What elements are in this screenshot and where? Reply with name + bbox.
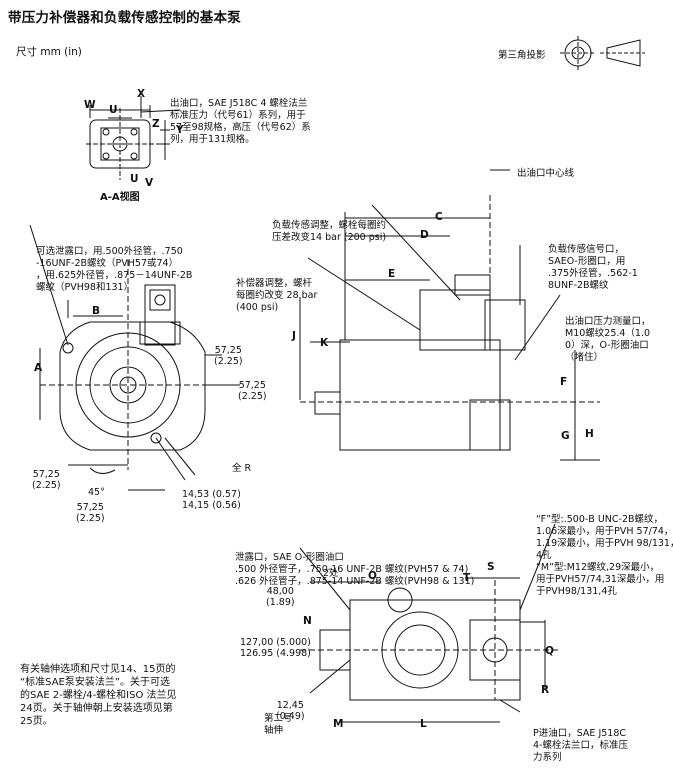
dim-label-d: D: [420, 229, 429, 241]
dim-label-g: G: [561, 430, 570, 442]
dim-label-a: A: [34, 362, 43, 374]
two-places-note: 2处: [323, 568, 339, 579]
second-shaft-note: 第二号轴伸: [264, 713, 293, 736]
dim-label-r: R: [541, 684, 550, 696]
shaft-info-note: 有关轴伸选项和尺寸见14、15页的“标准SAE泵安装法兰”。关于可选的SAE 2…: [20, 664, 177, 727]
projection-label: 第三角投影: [498, 50, 546, 61]
dim-12-45: 12,45 (0.49): [276, 700, 305, 722]
dim-57-25-b: 57,25 (2.25): [238, 380, 267, 402]
dim-label-m: M: [333, 718, 344, 730]
flange-type-note: “F”型:.500-B UNC-2B螺纹，1.06深最小，用于PVH 57/74…: [536, 514, 673, 597]
dim-label-w: W: [84, 99, 96, 111]
dim-label-l: L: [420, 718, 427, 730]
dim-label-v: V: [145, 177, 154, 189]
side-view-drawing: [299, 169, 600, 461]
bottom-view-drawing: [300, 577, 560, 723]
dim-label-t: T: [463, 572, 471, 584]
dim-label-u-top: U: [109, 104, 118, 116]
dim-14-53: 14,53 (0.57) 14,15 (0.56): [182, 489, 241, 511]
dim-label-k: K: [320, 337, 329, 349]
outlet-centerline-note: 出油口中心线: [517, 168, 575, 179]
aa-view-drawing: [86, 96, 170, 180]
dim-angle-45: 45°: [88, 487, 105, 498]
dim-48-00: 48,00 (1.89): [266, 586, 295, 608]
dim-label-y: Y: [176, 124, 184, 136]
aa-view-label: A-A视图: [100, 192, 140, 203]
drawing-canvas: [29, 36, 645, 723]
projection-symbol: [560, 36, 645, 70]
leader-lines: [29, 109, 561, 713]
dim-label-u: U: [130, 173, 139, 185]
dim-label-c: C: [435, 211, 443, 223]
dim-label-o: O: [368, 570, 377, 582]
full-r-note: 全 R: [232, 463, 252, 474]
front-view-drawing: [39, 260, 240, 491]
dim-127-00: 127,00 (5.000) 126.95 (4.998): [240, 637, 311, 659]
dim-label-n: N: [303, 615, 312, 627]
dim-label-s: S: [487, 561, 495, 573]
dim-57-25-c: 57,25 (2.25): [32, 469, 61, 491]
load-sense-adjust-note: 负载传感调整，螺栓每圈约压差改变14 bar (200 psi): [272, 220, 387, 243]
dim-label-j: J: [292, 330, 296, 342]
dim-label-h: H: [585, 428, 594, 440]
dim-label-f: F: [560, 376, 568, 388]
units-label: 尺寸 mm (in): [16, 46, 82, 58]
dim-label-b: B: [92, 305, 101, 317]
compensator-adjust-note: 补偿器调整，螺杆每圈约改变 28 bar(400 psi): [236, 278, 318, 313]
page-title: 带压力补偿器和负载传感控制的基本泵: [8, 10, 241, 26]
dim-label-e: E: [388, 268, 396, 280]
dim-57-25-a: 57,25 (2.25): [214, 345, 243, 367]
dim-57-25-d: 57,25 (2.25): [76, 502, 105, 524]
drain-port-bottom-note: 泄露口，SAE O-形圈油口.500 外径管子，.750-16 UNF-2B 螺…: [235, 552, 475, 587]
dim-label-q: Q: [545, 645, 554, 657]
dim-label-z: Z: [152, 118, 160, 130]
dim-label-x: X: [137, 88, 146, 100]
drain-port-left-note: 可选泄露口，用.500外径管，.750-16UNF-2B螺纹（PVH57或74）…: [36, 246, 193, 293]
